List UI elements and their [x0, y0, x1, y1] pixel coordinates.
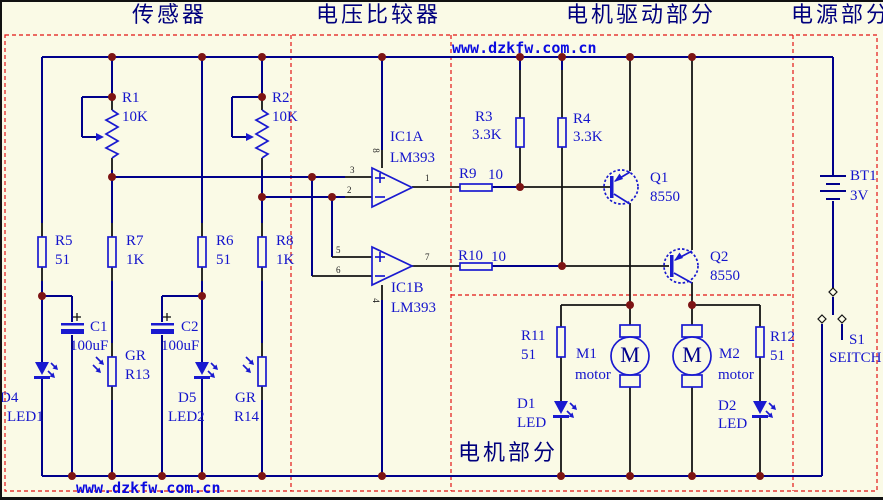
section-title-motor-drive: 电机驱动部分 [566, 2, 717, 27]
pin-ic1b-in-minus: 6 [336, 265, 341, 275]
transistor-q2-symbol [663, 248, 699, 284]
label-q2-ref: Q2 [710, 249, 729, 265]
label-r11-ref: R11 [521, 328, 546, 344]
label-q1-val: 8550 [650, 189, 680, 205]
battery-bt1-symbol [820, 175, 846, 200]
label-m2-ref: M2 [719, 346, 740, 362]
led-d4-symbol [34, 362, 58, 379]
section-borders [4, 34, 878, 492]
pin-ic1b-in-plus: 5 [336, 245, 341, 255]
switch-s1-symbol [817, 287, 847, 324]
opamp-ic1b-symbol [371, 245, 414, 287]
label-r10-val: 10 [491, 249, 506, 265]
label-r7-ref: R7 [126, 233, 144, 249]
pin-ic1b-out: 7 [425, 252, 430, 262]
label-c1-val: 100uF [70, 338, 109, 354]
motor-m2-symbol [672, 324, 712, 388]
label-s1-ref: S1 [849, 332, 865, 348]
pin-wires [41, 57, 761, 476]
label-r12-val: 51 [770, 348, 785, 364]
label-r4-val: 3.3K [573, 129, 603, 145]
label-ic1b-part: LM393 [391, 300, 436, 316]
motor-m1-symbol [610, 324, 650, 388]
label-c2-ref: C2 [181, 319, 199, 335]
label-r8-val: 1K [276, 252, 295, 268]
label-r4-ref: R4 [573, 111, 591, 127]
label-r2-val: 10K [272, 109, 298, 125]
label-r14-val: R14 [234, 409, 260, 425]
label-r8-ref: R8 [276, 233, 294, 249]
led-d1-symbol [553, 401, 577, 418]
potentiometer-r2-symbol [246, 109, 270, 159]
label-r3-val: 3.3K [472, 127, 502, 143]
transistor-q1-symbol [603, 169, 639, 205]
pin-ic1a-in-minus: 2 [347, 185, 352, 195]
potentiometer-r1-symbol [96, 109, 120, 159]
watermark-bottom: www.dzkfw.com.cn [76, 479, 221, 497]
label-s1-val: SEITCH [829, 350, 882, 366]
label-motor-section: 电机部分 [458, 440, 559, 465]
label-r6-val: 51 [216, 252, 231, 268]
capacitor-c2-symbol [151, 313, 174, 334]
photoresistor-r14-arrows [242, 356, 254, 373]
resistor-symbols [37, 117, 765, 387]
label-d2-ref: D2 [718, 398, 737, 414]
led-d5-symbol [194, 362, 218, 379]
label-r13-val: R13 [125, 367, 151, 383]
section-title-sensor: 传感器 [132, 2, 208, 27]
label-d1-val: LED [517, 415, 547, 431]
label-r7-val: 1K [126, 252, 145, 268]
label-q2-val: 8550 [710, 268, 740, 284]
label-m2-val: motor [718, 367, 754, 383]
label-bt1-ref: BT1 [850, 168, 877, 184]
junction-dots [38, 53, 764, 480]
label-d1-ref: D1 [517, 396, 536, 412]
label-q1-ref: Q1 [650, 170, 669, 186]
label-r10-ref: R10 [458, 248, 484, 264]
section-title-power: 电源部分 [791, 2, 883, 27]
label-ic1b-ref: IC1B [391, 280, 424, 296]
label-r9-ref: R9 [459, 166, 477, 182]
label-c1-ref: C1 [90, 319, 108, 335]
label-r3-ref: R3 [475, 109, 493, 125]
photoresistor-r13-arrows [92, 356, 104, 373]
motor-m1-letter: M [620, 342, 640, 367]
label-r12-ref: R12 [770, 329, 796, 345]
label-c2-val: 100uF [161, 338, 200, 354]
label-r9-val: 10 [488, 167, 503, 183]
bottom-edge [0, 497, 883, 500]
pin-ic1a-vcc: 8 [370, 148, 381, 153]
label-r13-ref: GR [125, 348, 146, 364]
label-ic1a-part: LM393 [390, 150, 435, 166]
label-r14-ref: GR [235, 390, 256, 406]
label-r1-ref: R1 [122, 90, 140, 106]
label-r5-val: 51 [55, 252, 70, 268]
label-d5-val: LED2 [168, 409, 205, 425]
label-d2-val: LED [718, 416, 748, 432]
label-r1-val: 10K [122, 109, 148, 125]
label-ic1a-ref: IC1A [390, 129, 424, 145]
label-r2-ref: R2 [272, 90, 290, 106]
section-title-comparator: 电压比较器 [316, 2, 442, 27]
capacitor-c1-symbol [61, 313, 84, 334]
label-d5-ref: D5 [178, 390, 197, 406]
label-m1-ref: M1 [576, 346, 597, 362]
pin-ic1a-out: 1 [425, 173, 430, 183]
label-bt1-val: 3V [850, 188, 869, 204]
pin-ic1b-gnd: 4 [370, 298, 381, 303]
label-r5-ref: R5 [55, 233, 73, 249]
motor-m2-letter: M [682, 342, 702, 367]
label-d4-val: LED1 [7, 409, 44, 425]
label-r6-ref: R6 [216, 233, 234, 249]
label-d4-ref: D4 [0, 390, 19, 406]
label-r11-val: 51 [521, 347, 536, 363]
top-edge [0, 0, 883, 2]
left-edge [0, 0, 2, 500]
opamp-ic1a-symbol [371, 166, 414, 209]
label-m1-val: motor [575, 367, 611, 383]
watermark-top: www.dzkfw.com.cn [452, 39, 597, 57]
led-d2-symbol [752, 401, 776, 418]
pin-ic1a-in-plus: 3 [350, 165, 355, 175]
